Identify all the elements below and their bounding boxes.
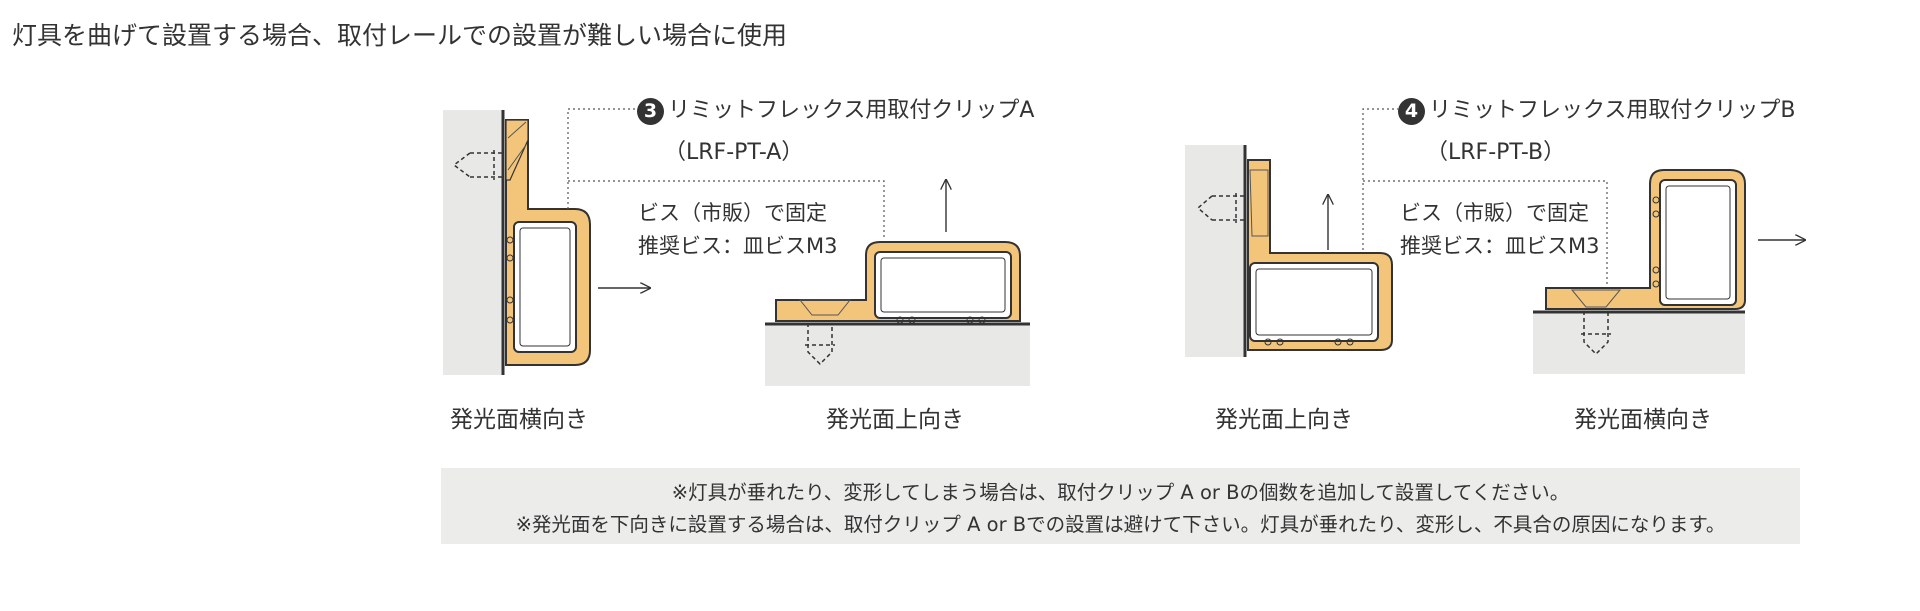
clip-b-code: （LRF-PT-B） [1426,140,1566,165]
screw-dashed [1196,193,1248,223]
note-line-2: ※発光面を下向きに設置する場合は、取付クリップ A or Bでの設置は避けて下さ… [515,513,1726,536]
diagram-a-up [765,180,1030,386]
wall [443,110,503,375]
caption-b-up: 発光面上向き [1215,407,1353,433]
led-profile [874,251,1012,319]
screw-note-line-1: ビス（市販）で固定 [1400,201,1589,225]
screw-dashed [1581,311,1611,356]
screw-note-line-2: 推奨ビス：皿ビスM3 [1400,234,1600,258]
screw-dashed [452,150,506,180]
caption-a-side: 発光面横向き [450,407,588,433]
screw-dashed [805,323,835,366]
screw-note-line-2: 推奨ビス：皿ビスM3 [638,234,838,258]
diagram-a-side [443,110,650,375]
diagram-b-side [1533,169,1805,374]
screw-b-leader [1363,180,1608,286]
note-line-1: ※灯具が垂れたり、変形してしまう場合は、取付クリップ A or Bの個数を追加し… [671,481,1570,504]
clip-b-number-badge: 4 [1398,97,1425,125]
section-heading: 灯具を曲げて設置する場合、取付レールでの設置が難しい場合に使用 [12,21,788,50]
led-profile [1659,179,1737,306]
clip-a-leader [567,108,638,209]
clip-a-name: リミットフレックス用取付クリップA [668,98,1035,123]
screw-a-leader [568,180,885,240]
floor [765,324,1030,386]
floor [1533,312,1745,374]
caption-b-side: 発光面横向き [1574,407,1712,433]
clip-b-name: リミットフレックス用取付クリップB [1429,98,1796,123]
led-profile [1249,262,1379,342]
clip-a-number-badge: 3 [637,97,664,125]
diagram-b-up [1185,145,1393,357]
led-profile [513,221,577,353]
caption-a-up: 発光面上向き [826,407,964,433]
clip-a-code: （LRF-PT-A） [664,140,804,165]
clip-b-screw-note: ビス（市販）で固定 推奨ビス：皿ビスM3 [1400,197,1599,263]
screw-note-line-1: ビス（市販）で固定 [638,201,827,225]
clip-a-screw-note: ビス（市販）で固定 推奨ビス：皿ビスM3 [638,197,837,263]
clip-b-leader [1362,108,1398,250]
wall [1185,145,1245,357]
notes-box: ※灯具が垂れたり、変形してしまう場合は、取付クリップ A or Bの個数を追加し… [441,468,1800,544]
